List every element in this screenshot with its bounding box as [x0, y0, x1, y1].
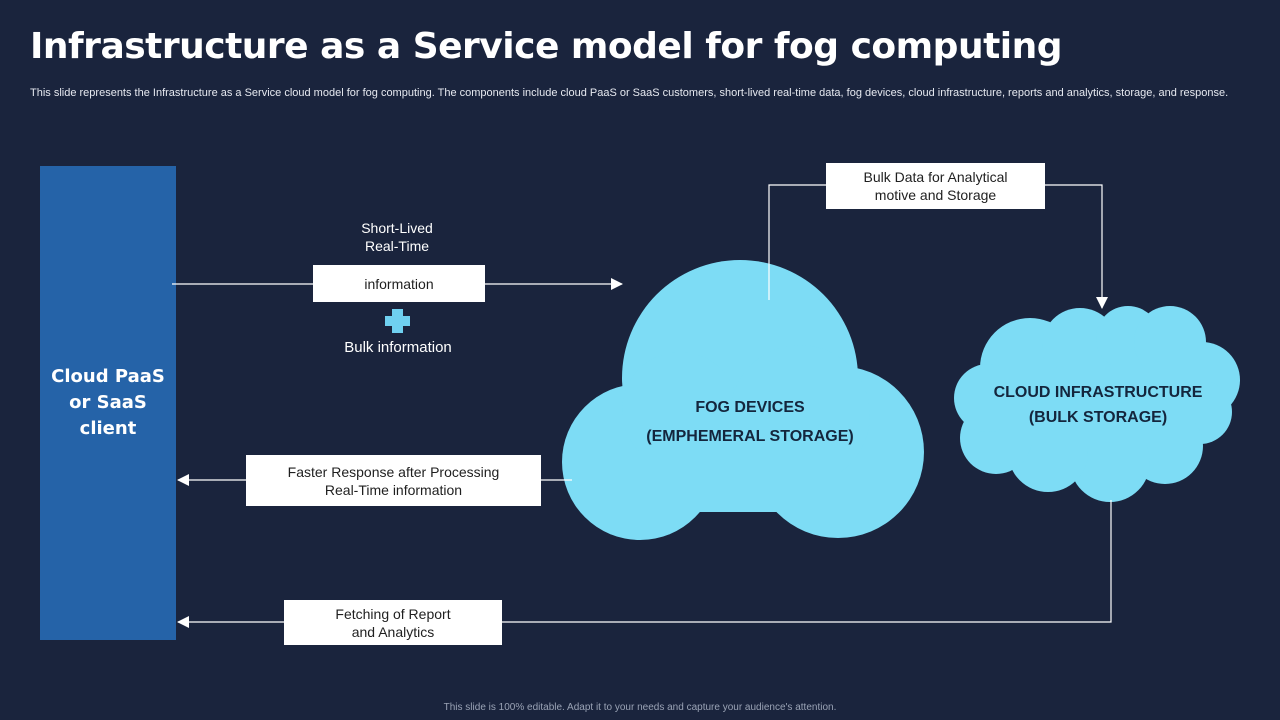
- page-subtitle: This slide represents the Infrastructure…: [30, 87, 1229, 99]
- short-lived-label: Short-Lived Real-Time: [361, 220, 433, 254]
- fog-devices-cloud: [562, 260, 924, 540]
- cloud-infrastructure-subtitle: (BULK STORAGE): [1028, 409, 1168, 426]
- footer-note: This slide is 100% editable. Adapt it to…: [443, 702, 837, 713]
- fetching-report-label: Fetching of Report and Analytics: [284, 600, 502, 645]
- page-title: Infrastructure as a Service model for fo…: [30, 26, 1063, 67]
- fog-devices-title: FOG DEVICES: [695, 399, 805, 416]
- plus-icon: [385, 309, 410, 333]
- bulk-data-label: Bulk Data for Analytical motive and Stor…: [826, 163, 1045, 209]
- bulk-information-label: Bulk information: [344, 339, 452, 356]
- fog-devices-subtitle: (EMPHEMERAL STORAGE): [646, 428, 854, 445]
- client-box: Cloud PaaS or SaaS client: [40, 166, 176, 640]
- faster-response-label: Faster Response after Processing Real-Ti…: [246, 455, 541, 506]
- information-label: information: [313, 265, 485, 302]
- cloud-infrastructure-cloud: [954, 306, 1240, 502]
- cloud-infrastructure-title: CLOUD INFRASTRUCTURE: [993, 384, 1203, 401]
- client-label: Cloud PaaS or SaaS client: [51, 366, 165, 439]
